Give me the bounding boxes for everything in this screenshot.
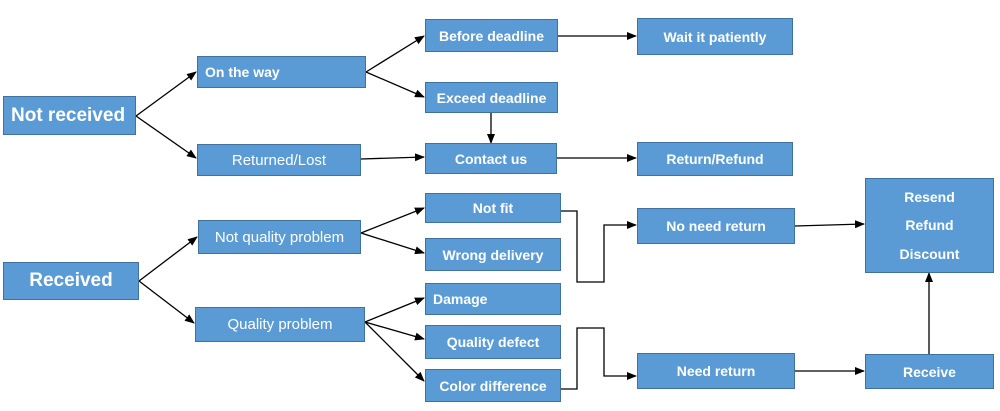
node-received: Received xyxy=(3,262,139,300)
arrow-notquality-notfit xyxy=(360,207,425,234)
arrow-noneedreturn-outcomes xyxy=(794,220,865,229)
outcome-resend: Resend xyxy=(904,189,955,206)
arrow-returnedlost-contactus xyxy=(360,153,425,162)
node-before-deadline: Before deadline xyxy=(425,19,558,52)
arrow-notreceived-returnedlost xyxy=(135,115,197,159)
arrow-colordifference-needreturn xyxy=(561,327,637,390)
arrow-ontheway-exceeddeadline xyxy=(365,71,425,98)
arrow-quality-damage xyxy=(364,297,425,323)
outcome-discount: Discount xyxy=(899,245,960,262)
node-not-fit: Not fit xyxy=(425,193,561,223)
node-on-the-way: On the way xyxy=(197,56,366,88)
node-need-return: Need return xyxy=(637,353,795,389)
node-color-difference: Color difference xyxy=(425,369,561,402)
arrow-quality-colordifference xyxy=(364,321,425,382)
arrow-ontheway-beforedeadline xyxy=(365,35,425,73)
node-receive: Receive xyxy=(865,354,994,389)
arrow-quality-qualitydefect xyxy=(364,321,425,341)
node-outcomes: Resend Refund Discount xyxy=(865,178,994,273)
node-wrong-delivery: Wrong delivery xyxy=(425,238,561,271)
node-damage: Damage xyxy=(425,283,561,315)
node-no-need-return: No need return xyxy=(637,208,795,244)
outcome-refund: Refund xyxy=(905,217,954,234)
node-return-refund: Return/Refund xyxy=(637,142,793,176)
arrow-received-notquality xyxy=(138,236,198,282)
node-quality-problem: Quality problem xyxy=(195,307,365,342)
node-contact-us: Contact us xyxy=(425,143,557,174)
node-wait-patiently: Wait it patiently xyxy=(637,18,793,55)
arrow-received-quality xyxy=(138,280,195,324)
arrow-notquality-wrongdelivery xyxy=(360,232,425,255)
arrow-notreceived-ontheway xyxy=(135,71,197,117)
arrow-notfit-noneedreturn xyxy=(561,210,637,283)
node-not-quality-problem: Not quality problem xyxy=(198,220,361,254)
node-quality-defect: Quality defect xyxy=(425,325,561,359)
node-not-received: Not received xyxy=(3,96,136,135)
node-exceed-deadline: Exceed deadline xyxy=(425,82,558,113)
node-returned-lost: Returned/Lost xyxy=(197,144,361,176)
